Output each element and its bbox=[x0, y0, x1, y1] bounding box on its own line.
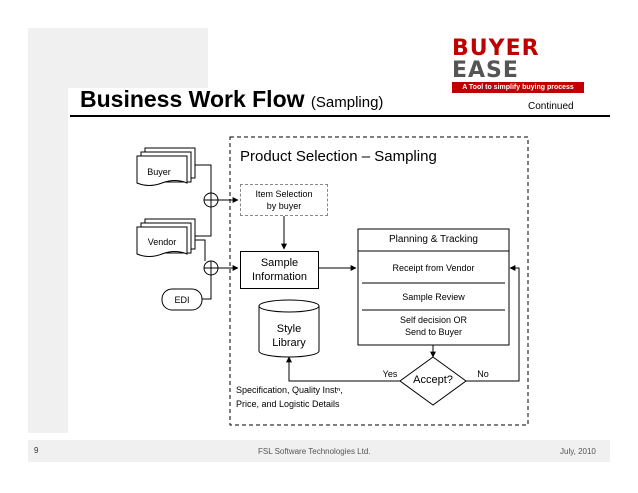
footer-bar bbox=[28, 440, 610, 462]
sample-info-line1: Sample bbox=[260, 257, 299, 269]
self-decision-label: Self decision OR Send to Buyer bbox=[362, 314, 505, 338]
footer-company: FSL Software Technologies Ltd. bbox=[258, 447, 371, 456]
logo-word: BUYER EASE bbox=[452, 36, 540, 83]
self-decision-line1: Self decision OR bbox=[399, 315, 468, 325]
buyer-label: Buyer bbox=[147, 167, 171, 177]
background-panel-top bbox=[28, 28, 208, 88]
edi-label: EDI bbox=[174, 295, 190, 305]
accept-label: Accept? bbox=[413, 374, 453, 386]
style-library-line1: Style bbox=[276, 323, 302, 335]
vendor-label: Vendor bbox=[147, 237, 177, 247]
yes-label: Yes bbox=[382, 369, 398, 379]
style-library-cylinder bbox=[258, 299, 320, 358]
planning-tracking-label: Planning & Tracking bbox=[389, 234, 478, 245]
title-underline bbox=[70, 115, 610, 117]
spec-line1: Specification, Quality Instⁿ, bbox=[236, 385, 343, 395]
slide-title-text: Business Work Flow bbox=[80, 86, 305, 112]
sampling-section-border bbox=[229, 136, 529, 426]
item-selection-line1: Item Selection bbox=[255, 189, 313, 199]
continued-label: Continued bbox=[528, 101, 574, 112]
brand-logo: BUYER EASE A Tool to simplify buying pro… bbox=[452, 38, 584, 93]
junction-top-icon bbox=[203, 192, 219, 208]
style-library-label: Style Library bbox=[259, 322, 319, 350]
spec-details-text: Specification, Quality Instⁿ, Price, and… bbox=[236, 383, 343, 411]
accept-decision-diamond bbox=[399, 356, 467, 406]
logo-tagline: A Tool to simplify buying process bbox=[452, 82, 584, 93]
page-number: 9 bbox=[34, 446, 39, 455]
no-label: No bbox=[477, 369, 489, 379]
style-library-line2: Library bbox=[272, 337, 306, 349]
receipt-from-vendor-label: Receipt from Vendor bbox=[392, 263, 475, 273]
section-title: Product Selection – Sampling bbox=[240, 148, 437, 165]
item-selection-line2: by buyer bbox=[266, 201, 302, 211]
sample-info-line2: Information bbox=[251, 271, 308, 283]
background-panel-left bbox=[28, 88, 68, 433]
self-decision-line2: Send to Buyer bbox=[404, 327, 463, 337]
slide-title: Business Work Flow (Sampling) bbox=[80, 86, 383, 113]
slide-subtitle: (Sampling) bbox=[310, 94, 384, 111]
vendor-document-icon bbox=[136, 218, 196, 257]
planning-tracking-box bbox=[357, 228, 510, 346]
sample-information-box: Sample Information bbox=[240, 251, 319, 289]
spec-line2: Price, and Logistic Details bbox=[236, 399, 340, 409]
footer-date: July, 2010 bbox=[560, 447, 596, 456]
item-selection-box: Item Selection by buyer bbox=[240, 184, 328, 216]
buyer-document-icon bbox=[136, 147, 196, 186]
sample-review-label: Sample Review bbox=[402, 292, 465, 302]
junction-bottom-icon bbox=[203, 260, 219, 276]
